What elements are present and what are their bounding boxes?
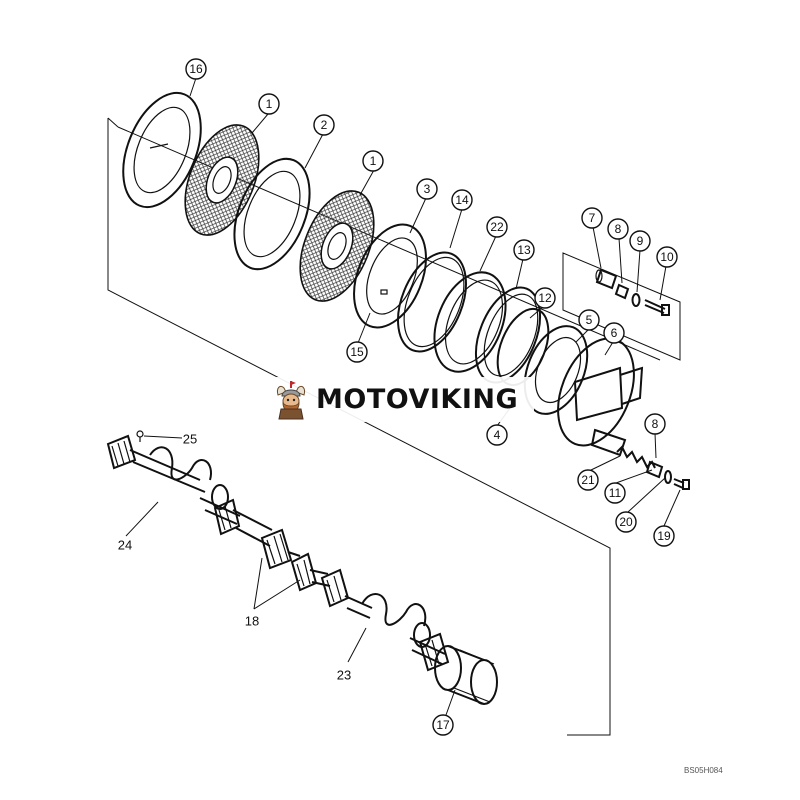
callout-19: 19 [653, 525, 675, 547]
brand-watermark: MOTOVIKING [262, 377, 534, 422]
part-10-bolt [644, 299, 670, 316]
part-1-friction-disc-second [299, 190, 375, 302]
svg-text:12: 12 [538, 291, 552, 305]
callout-7: 7 [581, 207, 603, 229]
label-18: 18 [245, 614, 259, 629]
part-3-pressure-plate [353, 223, 427, 329]
label-24: 24 [118, 538, 132, 553]
callout-22: 22 [486, 216, 508, 238]
callout-11: 11 [604, 482, 626, 504]
svg-text:6: 6 [611, 326, 618, 340]
part-2-separator-plate [233, 157, 311, 271]
part-19-bolt [673, 478, 690, 490]
part-7-sleeve [595, 268, 618, 290]
document-code: BS05H084 [684, 766, 723, 775]
part-20-washer [664, 470, 672, 484]
svg-text:15: 15 [350, 345, 364, 359]
svg-text:7: 7 [589, 211, 596, 225]
part-6-cover [557, 337, 644, 457]
svg-text:4: 4 [494, 428, 501, 442]
callout-17: 17 [432, 714, 454, 736]
svg-text:5: 5 [586, 313, 593, 327]
svg-text:11: 11 [609, 486, 622, 500]
part-8-plug [614, 283, 630, 300]
part-16-plate [122, 91, 202, 209]
callout-4: 4 [486, 424, 508, 446]
part-22-piston [433, 271, 507, 373]
svg-text:22: 22 [490, 220, 504, 234]
label-25: 25 [183, 432, 197, 447]
part-11-plug [645, 460, 664, 479]
callout-12: 12 [534, 287, 556, 309]
callout-14: 14 [451, 189, 473, 211]
callout-20: 20 [615, 511, 637, 533]
callout-8-top: 8 [607, 218, 629, 240]
leader-lines [125, 77, 681, 716]
svg-text:8: 8 [652, 417, 659, 431]
svg-text:14: 14 [455, 193, 469, 207]
svg-text:1: 1 [266, 97, 273, 111]
callout-5: 5 [578, 309, 600, 331]
svg-text:13: 13 [517, 243, 531, 257]
callout-15: 15 [346, 341, 368, 363]
label-23: 23 [337, 668, 351, 683]
callout-8-bottom: 8 [644, 413, 666, 435]
callout-9: 9 [629, 230, 651, 252]
callout-2: 2 [313, 114, 335, 136]
callout-10: 10 [656, 246, 678, 268]
part-23-shaft [344, 592, 450, 672]
callout-21: 21 [577, 469, 599, 491]
svg-text:10: 10 [660, 250, 674, 264]
callout-13: 13 [513, 239, 535, 261]
part-17-coupler [434, 645, 498, 705]
part-18-long-shaft [213, 498, 350, 608]
brand-name: MOTOVIKING [316, 384, 519, 415]
svg-text:20: 20 [619, 515, 633, 529]
part-1-friction-disc [184, 124, 260, 236]
part-14-o-ring [397, 251, 467, 353]
part-9-washer [631, 293, 641, 307]
part-24-shaft [106, 434, 241, 525]
svg-text:21: 21 [581, 473, 595, 487]
callout-1-second: 1 [362, 150, 384, 172]
svg-text:16: 16 [189, 62, 203, 76]
svg-text:1: 1 [370, 154, 377, 168]
callout-16: 16 [185, 58, 207, 80]
svg-text:19: 19 [657, 529, 671, 543]
svg-text:2: 2 [321, 118, 328, 132]
svg-text:17: 17 [436, 718, 450, 732]
svg-text:8: 8 [615, 222, 622, 236]
viking-logo-icon [277, 380, 305, 419]
svg-text:9: 9 [637, 234, 644, 248]
callout-3: 3 [416, 178, 438, 200]
callout-1-top: 1 [258, 93, 280, 115]
svg-text:3: 3 [424, 182, 431, 196]
part-25-screw [136, 430, 144, 442]
callout-6: 6 [603, 322, 625, 344]
